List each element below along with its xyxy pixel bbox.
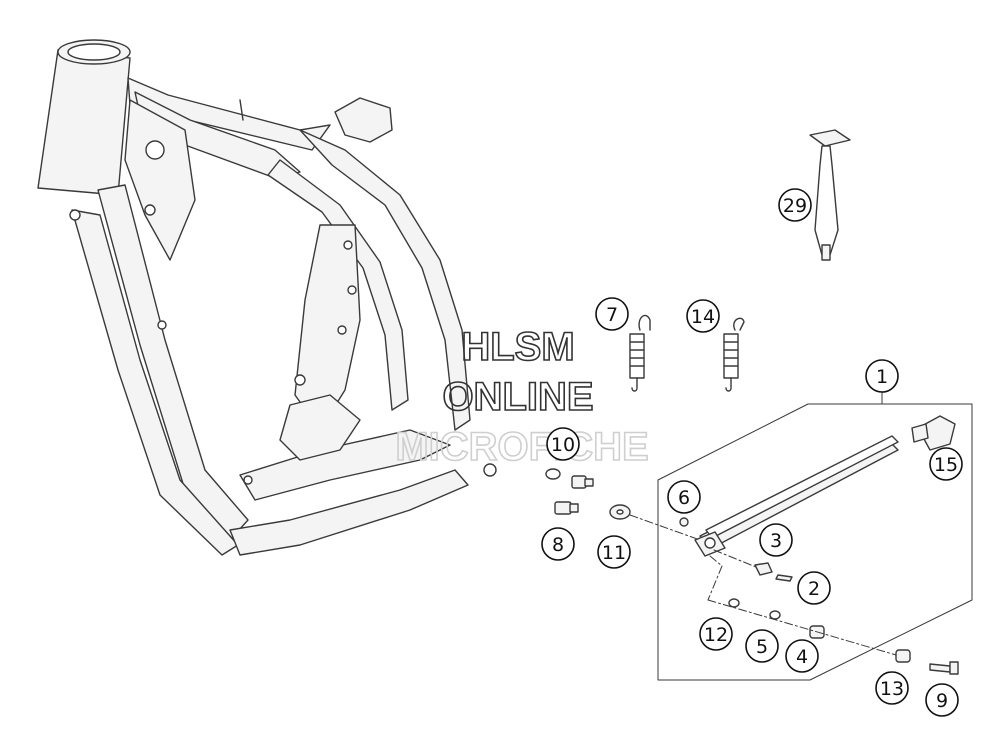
callout-7: 7 [595,297,629,331]
callout-circle [597,535,631,569]
callout-circle [595,297,629,331]
bolt-9 [929,661,959,675]
watermark-line-3: MICROFICHE [395,425,648,469]
ring-5 [769,610,781,620]
ring-12 [728,598,740,608]
callout-circle [686,299,720,333]
callout-label: 9 [936,690,948,712]
assembly-outline [657,403,973,681]
watermark-line-1: HLSM [461,325,574,369]
callout-8: 8 [541,527,575,561]
callout-14: 14 [686,299,720,333]
spring-7 [629,314,651,392]
callout-9: 9 [925,683,959,717]
callout-10: 10 [546,427,580,461]
spring-14 [723,317,745,392]
callout-6: 6 [667,480,701,514]
callout-label: 13 [880,678,904,700]
callout-29: 29 [778,188,812,222]
bolt-8 [554,501,579,515]
callout-circle [759,523,793,557]
callout-15: 15 [929,447,963,481]
callout-label: 15 [934,454,958,476]
callout-label: 3 [770,530,782,552]
callout-circle [667,480,701,514]
tool-29 [809,129,851,261]
callout-label: 6 [678,487,690,509]
callout-circle [865,359,899,393]
motorcycle-frame [37,39,497,556]
callout-label: 14 [691,306,715,328]
callout-circle [797,571,831,605]
screw-2 [775,574,793,582]
callout-2: 2 [797,571,831,605]
callout-circle [745,629,779,663]
watermark: HLSM ONLINE MICROFICHE [395,324,650,470]
bolt-10 [571,475,594,489]
callout-label: 7 [606,304,618,326]
callout-label: 2 [808,578,820,600]
clip-3 [754,562,773,576]
callout-circle [929,447,963,481]
callout-circle [546,427,580,461]
callout-circle [925,683,959,717]
callout-label: 29 [783,195,807,217]
callout-label: 12 [704,624,728,646]
callout-13: 13 [875,671,909,705]
callout-circle [778,188,812,222]
callout-label: 11 [602,542,626,564]
o-ring-10 [545,468,561,480]
callout-circle [541,527,575,561]
watermark-line-2: ONLINE [442,375,593,419]
callout-label: 8 [552,534,564,556]
callout-11: 11 [597,535,631,569]
callout-5: 5 [745,629,779,663]
foot-pad [911,415,956,451]
callout-circle [875,671,909,705]
side-stand-leg [694,435,899,557]
callout-3: 3 [759,523,793,557]
callout-label: 10 [551,434,575,456]
washer-11 [609,504,631,520]
callout-label: 4 [796,646,808,668]
bushing-13 [895,649,911,663]
callout-12: 12 [699,617,733,651]
callout-circle [699,617,733,651]
callout-1: 1 [865,359,899,393]
assembly-lines [629,514,897,656]
callout-4: 4 [785,639,819,673]
callout-label: 1 [876,366,888,388]
callout-circle [785,639,819,673]
nut-6 [679,517,689,527]
callout-label: 5 [756,636,768,658]
